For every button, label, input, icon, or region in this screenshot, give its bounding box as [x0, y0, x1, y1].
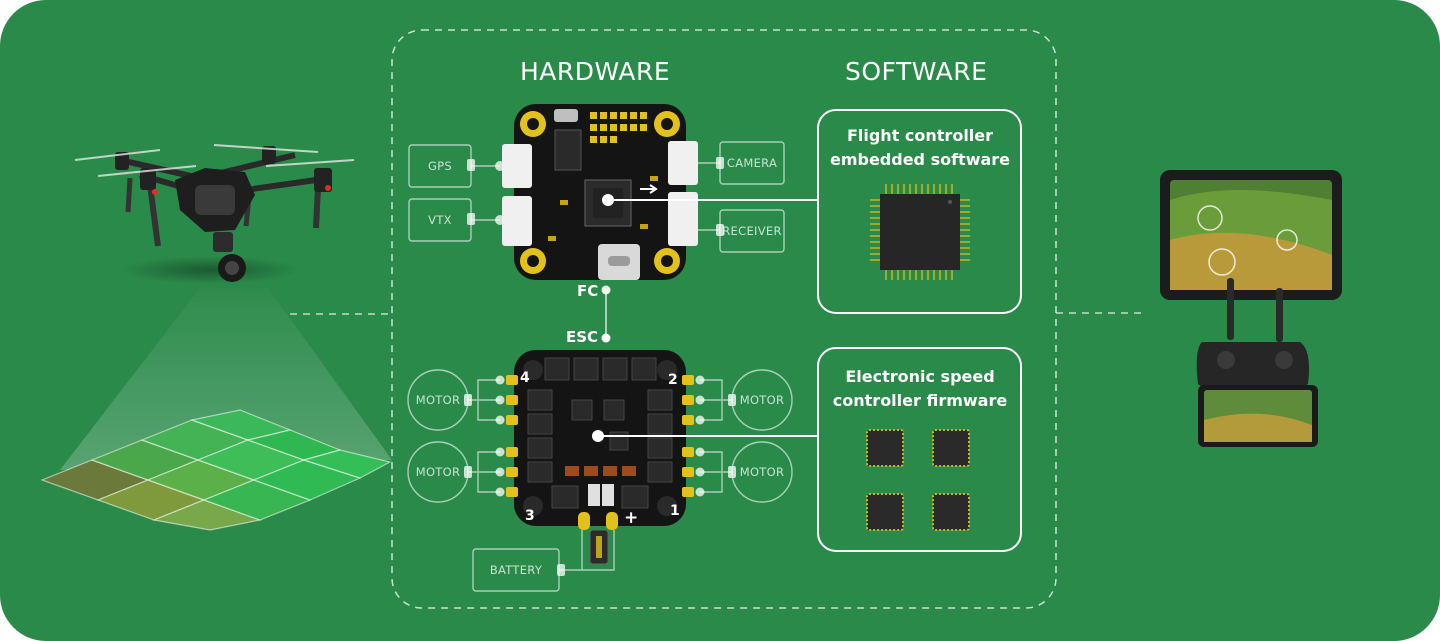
microcontroller-chip-icon — [870, 184, 970, 280]
field-grid-icon — [40, 409, 392, 531]
esc-firmware-panel — [817, 347, 1022, 552]
esc-pad-2: 2 — [668, 372, 678, 388]
esc-pad-plus: + — [624, 508, 639, 528]
fc-software-line1: Flight controller — [846, 126, 994, 145]
esc-board — [506, 350, 694, 565]
camera-label: CAMERA — [726, 156, 778, 170]
fc-software-line2: embedded software — [829, 150, 1011, 169]
hardware-heading: HARDWARE — [520, 57, 671, 86]
receiver-label: RECEIVER — [722, 224, 782, 238]
motor-label-top-left: MOTOR — [415, 393, 461, 407]
battery-label: BATTERY — [489, 563, 543, 577]
flight-controller-board — [502, 104, 698, 280]
motor-label-top-right: MOTOR — [739, 393, 785, 407]
remote-controller-icon — [1160, 170, 1342, 447]
esc-firmware-line1: Electronic speed — [845, 367, 995, 386]
gps-label: GPS — [427, 159, 453, 173]
esc-firmware-title: Electronic speed controller firmware — [820, 365, 1020, 413]
esc-pad-4: 4 — [520, 370, 530, 386]
drone-icon — [40, 144, 392, 531]
fc-software-panel — [817, 109, 1022, 314]
motor-label-bottom-left: MOTOR — [415, 465, 461, 479]
esc-chips-icon — [866, 429, 970, 531]
esc-label: ESC — [566, 328, 599, 346]
system-boundary — [391, 29, 1057, 609]
fc-software-title: Flight controller embedded software — [820, 124, 1020, 172]
fc-label: FC — [577, 282, 599, 300]
esc-firmware-line2: controller firmware — [832, 391, 1008, 410]
software-heading: SOFTWARE — [845, 57, 988, 86]
esc-pad-1: 1 — [670, 503, 680, 519]
motor-label-bottom-right: MOTOR — [739, 465, 785, 479]
esc-pad-3: 3 — [525, 508, 535, 524]
vtx-label: VTX — [428, 213, 452, 227]
